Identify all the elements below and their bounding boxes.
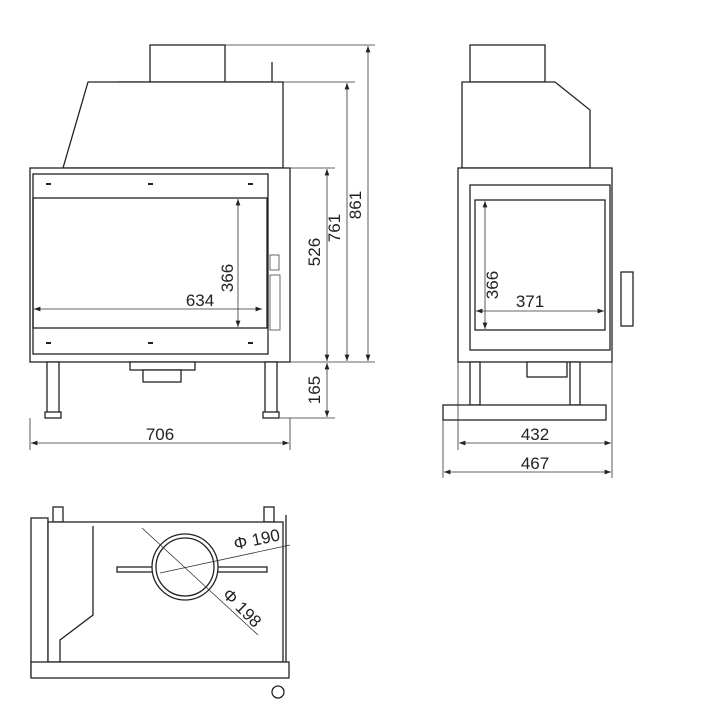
hood [62,81,284,169]
dim-label-467: 467 [521,454,549,473]
dim-line-198 [141,527,259,636]
top-view: Φ 190 Φ 198 [30,506,291,699]
latch [269,254,280,271]
side-door-frame [469,184,611,351]
dim-label-366-side: 366 [483,271,502,299]
side-leg-rear [569,361,581,406]
dim-label-165: 165 [305,376,324,404]
dim-label-706: 706 [146,425,174,444]
side-leg-front [469,361,481,406]
right-leg [264,361,278,415]
dim-label-634: 634 [186,291,214,310]
flue-outer-circle [151,533,219,601]
dim-label-371: 371 [516,292,544,311]
top-bracket-right [263,506,275,523]
flue-collar [149,44,226,83]
firebox-body [29,167,291,363]
top-inner-profile [59,526,94,662]
side-door-handle [620,271,634,327]
dim-line-190 [159,544,291,574]
flue-inner-circle [155,537,215,597]
dim-label-432: 432 [521,425,549,444]
air-inlet [129,361,196,371]
dim-label-761: 761 [325,214,344,242]
front-view: 861 761 526 165 706 634 366 [29,44,375,450]
top-adjust-knob [271,685,285,699]
side-handle [269,274,281,331]
dim-label-861: 861 [346,191,365,219]
dim-label-366-front: 366 [218,264,237,292]
dim-label-526: 526 [305,238,324,266]
right-foot [262,411,280,419]
glass-front [32,197,268,329]
side-glass [474,199,606,331]
top-front-frame [30,661,290,679]
side-air-inlet [526,361,568,378]
top-bracket-left [52,506,64,523]
side-hood [461,81,591,169]
side-body [457,167,613,363]
air-inlet-spigot [142,369,182,383]
side-base-plate [442,404,607,421]
left-leg [46,361,60,415]
left-foot [44,411,62,419]
side-view: 432 467 366 371 [442,44,634,478]
top-left-panel [30,517,49,677]
side-flue-collar [469,44,546,83]
